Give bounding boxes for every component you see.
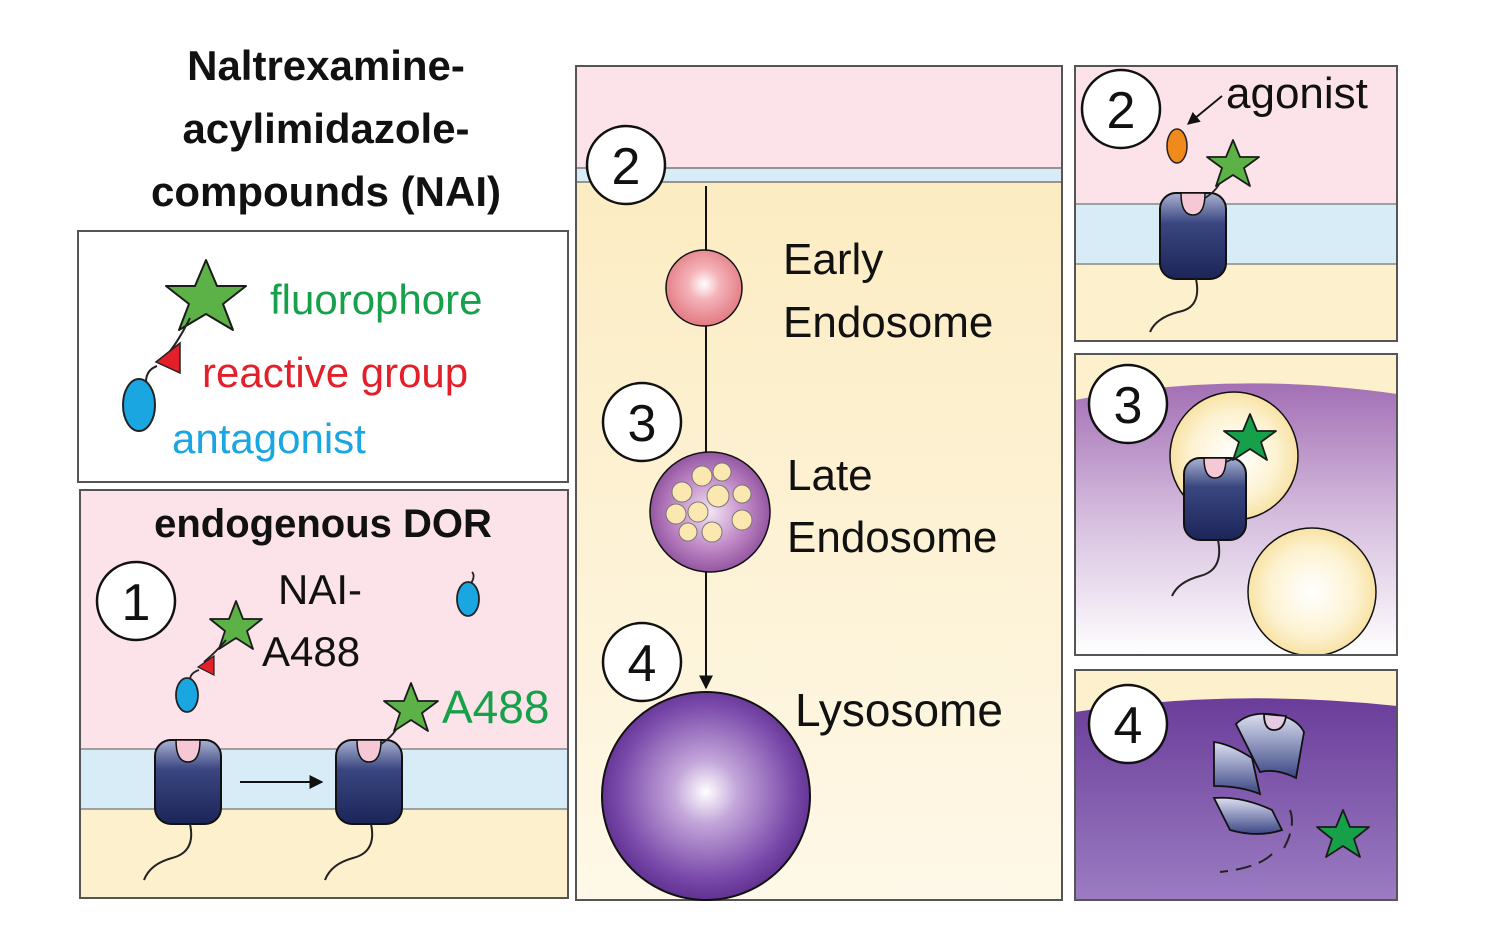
free-probe-antagonist-icon [175,677,199,713]
step-3-number: 3 [628,395,657,453]
panel1-heading: endogenous DOR [154,502,492,546]
lysosome-label: Lysosome [795,684,1003,736]
free-probe-reactive-icon [196,654,215,676]
early-endosome-label-1: Early [783,235,883,284]
receptor-right-pocket [356,739,382,763]
endosome-panel-star-icon [1223,413,1277,461]
step-1-badge [95,560,177,642]
agonist-label: agonist [1226,69,1368,118]
intraluminal-vesicles [665,462,753,543]
right-step-2-number: 2 [1107,82,1136,140]
degraded-tail-1 [1283,809,1293,849]
receptor-endosome-pocket [1203,457,1227,479]
antagonist-linker [145,365,158,383]
legend-fluorophore-label: fluorophore [270,276,482,323]
step-1-number: 1 [122,574,151,632]
legend-antagonist-label: antagonist [172,415,366,462]
late-endosome-label-1: Late [787,451,873,500]
receptor-agonist-tail [1149,278,1199,333]
early-endosome [665,249,743,327]
probe-name-line-1: NAI- [278,566,362,613]
right-step-4-badge [1087,683,1169,765]
degraded-tail-2 [1219,853,1273,873]
legend-reactive-group-label: reactive group [202,349,468,396]
step-2-badge [585,124,667,206]
receptor-endosome-tail [1171,539,1221,597]
cleaved-antagonist-icon [456,581,480,617]
right-step-3-number: 3 [1114,377,1143,435]
right-step-2-badge [1080,68,1162,150]
title-line-1: Naltrexamine- [187,42,465,89]
free-probe-star-icon [209,600,263,650]
agonist-icon [1166,128,1188,164]
free-fluorophore-star-icon [1316,809,1370,858]
panel-lysosome-degradation: 4 [1074,669,1398,901]
receptor-agonist-pocket [1180,192,1206,216]
fluorophore-star-icon [165,259,247,331]
right-step-3-badge [1087,363,1169,445]
antagonist-ellipse-icon [122,378,156,432]
endosome-vesicle-lower [1247,527,1377,655]
step-2-number: 2 [612,138,641,196]
reactive-group-triangle-icon [154,341,181,375]
receptor-right-tail [324,823,374,881]
step-4-badge [601,621,683,703]
panel-endogenous-dor: endogenous DOR 1 NAI- A488 A488 [79,489,569,899]
receptor-left-pocket [175,739,201,763]
step-3-badge [601,381,683,463]
degraded-receptor-fragments [1212,712,1305,835]
receptor-left-tail [143,823,193,881]
title-line-2: acylimidazole- [182,105,469,152]
free-probe-linker [203,639,227,663]
agonist-pointer [1187,95,1223,125]
lysosome [601,691,811,901]
legend-box: fluorophore reactive group antagonist [77,230,569,483]
probe-name-line-2: A488 [262,628,360,675]
early-endosome-label-2: Endosome [783,298,993,347]
bound-fluorophore-label: A488 [442,681,549,733]
right-step-4-number: 4 [1114,697,1143,755]
late-endosome-label-2: Endosome [787,513,997,562]
agonist-panel-star-icon [1206,139,1260,187]
panel-late-endosome-detail: 3 [1074,353,1398,656]
panel-agonist-binding: 2 agonist [1074,65,1398,342]
title-line-3: compounds (NAI) [151,168,501,215]
title-block: Naltrexamine- acylimidazole- compounds (… [151,42,501,215]
step-4-number: 4 [628,635,657,693]
panel-trafficking-pathway: 2 Early Endosome 3 Late Endosome 4 Lysos… [575,65,1063,901]
bound-fluorophore-star-icon [383,682,439,732]
